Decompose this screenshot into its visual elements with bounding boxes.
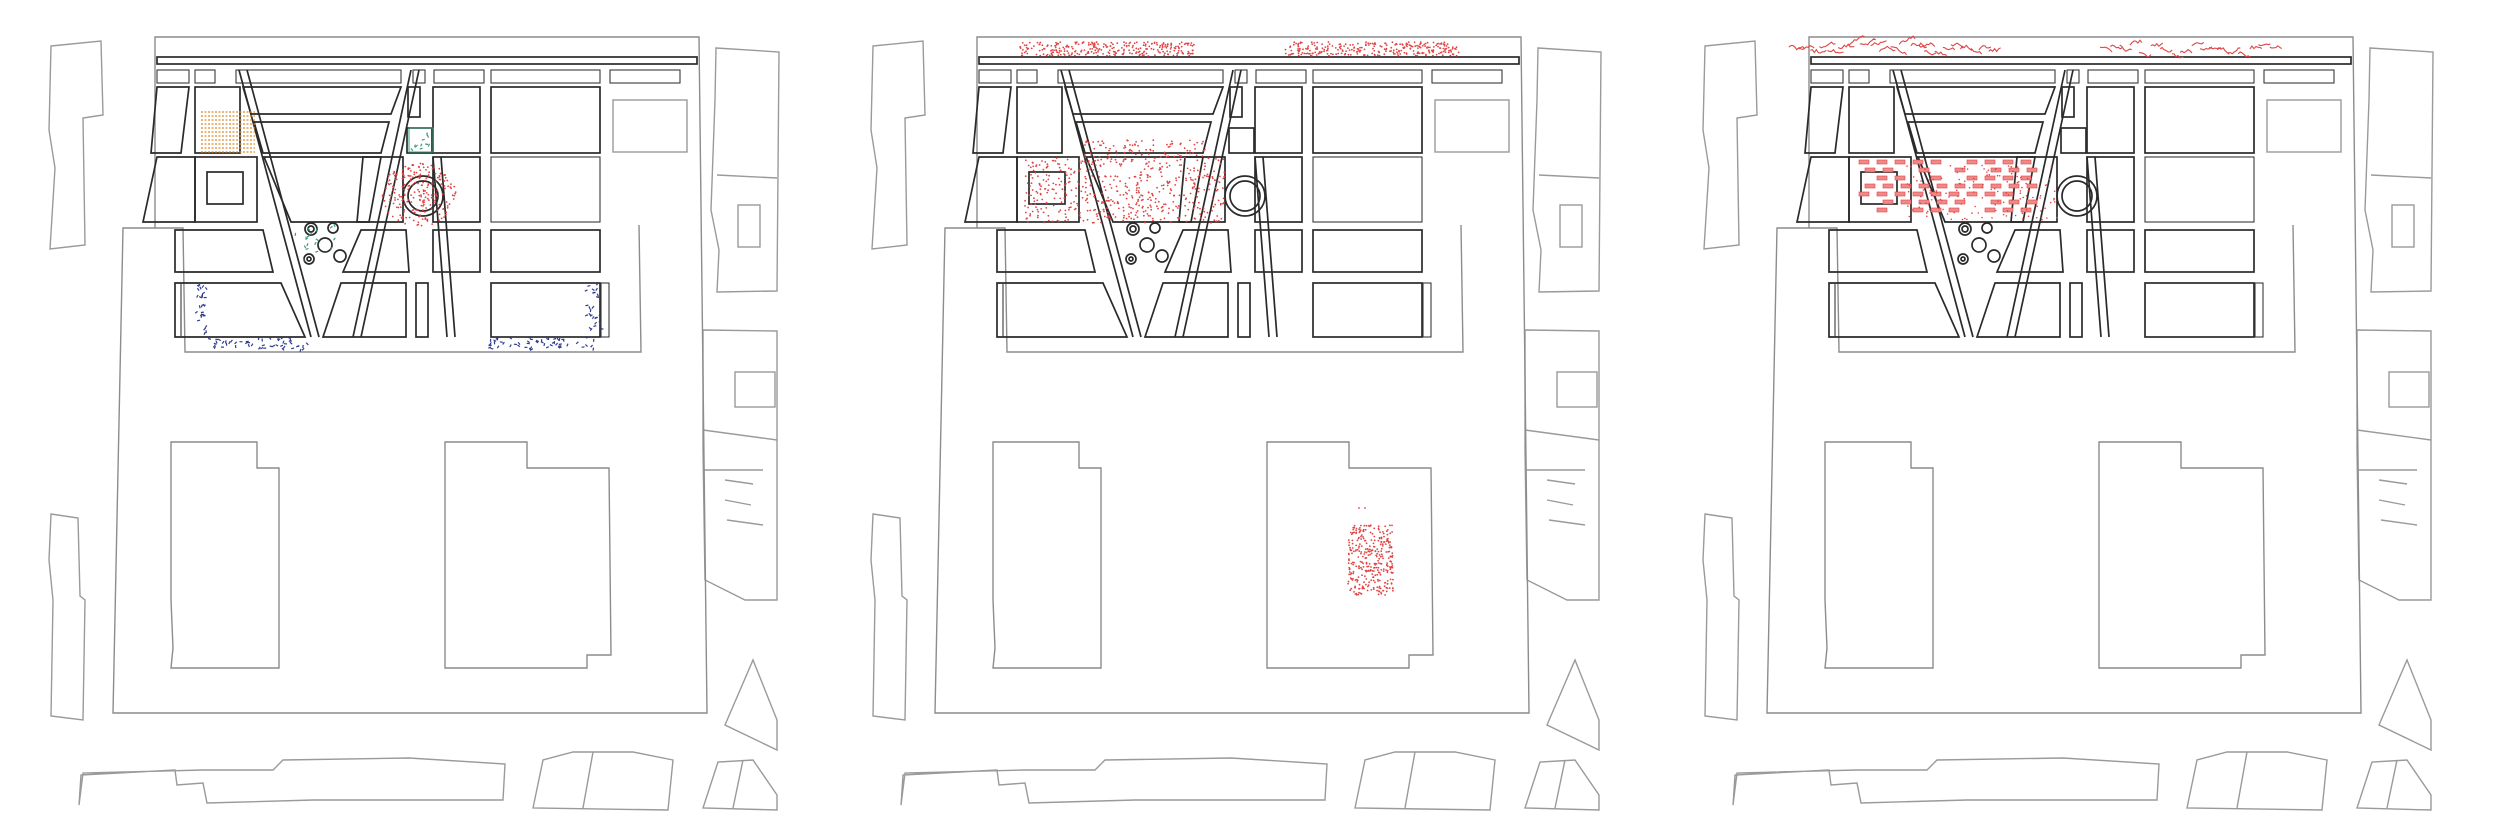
- blue-marks: [194, 282, 604, 353]
- red-market-stalls: [1858, 159, 2058, 221]
- red-plaza-field: [1024, 139, 1226, 224]
- panel-1-activities: [194, 111, 604, 353]
- red-top-strip: [1019, 41, 1460, 57]
- green-cluster: [294, 127, 434, 262]
- panel-3-plan: [1702, 35, 2434, 811]
- panel-1-plan: [48, 36, 780, 811]
- panel-3-activities: [1788, 35, 2283, 221]
- orange-stalls-hatch: [201, 111, 255, 153]
- red-dots-circle: [381, 162, 457, 227]
- panel-2-plan: [870, 36, 1602, 811]
- red-top-strip: [1788, 35, 2283, 59]
- red-crowd-south: [1347, 507, 1394, 596]
- panel-2-activities: [1019, 41, 1460, 596]
